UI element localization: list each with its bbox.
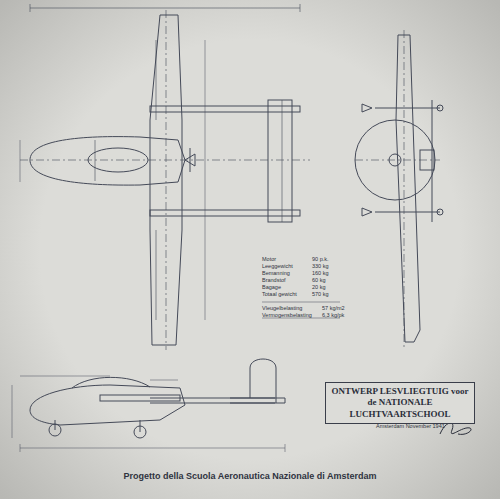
table-cell: 90 p.k. — [312, 256, 329, 262]
side-view — [12, 359, 285, 452]
table-cell: 6,3 kg/pk — [322, 312, 344, 318]
table-cell: 160 kg — [312, 270, 329, 276]
title-text: ONTWERP LESVLIEGTUIG voor de NATIONALE L… — [331, 386, 469, 420]
table-cell: Leeggewicht — [262, 263, 293, 269]
table-cell: 60 kg — [312, 277, 325, 283]
title-box: ONTWERP LESVLIEGTUIG voor de NATIONALE L… — [325, 382, 475, 424]
top-view — [20, 4, 310, 350]
table-cell: 20 kg — [312, 284, 325, 290]
table-cell: 57 kg/m2 — [322, 305, 345, 311]
caption: Progetto della Scuola Aeronautica Nazion… — [0, 471, 500, 481]
front-view — [355, 30, 443, 348]
table-cell: Motor — [262, 256, 276, 262]
table-cell: 330 kg — [312, 263, 329, 269]
table-cell: Vermogensbelasting — [262, 312, 312, 318]
table-cell: Bagage — [262, 284, 281, 290]
table-cell: Brandstof — [262, 277, 286, 283]
table-cell: Vleugelbelasting — [262, 305, 302, 311]
table-cell: Bemanning — [262, 270, 290, 276]
table-cell: Totaal gewicht — [262, 291, 297, 297]
date-note: Amsterdam November 1941 — [376, 423, 445, 429]
table-cell: 570 kg — [312, 291, 329, 297]
